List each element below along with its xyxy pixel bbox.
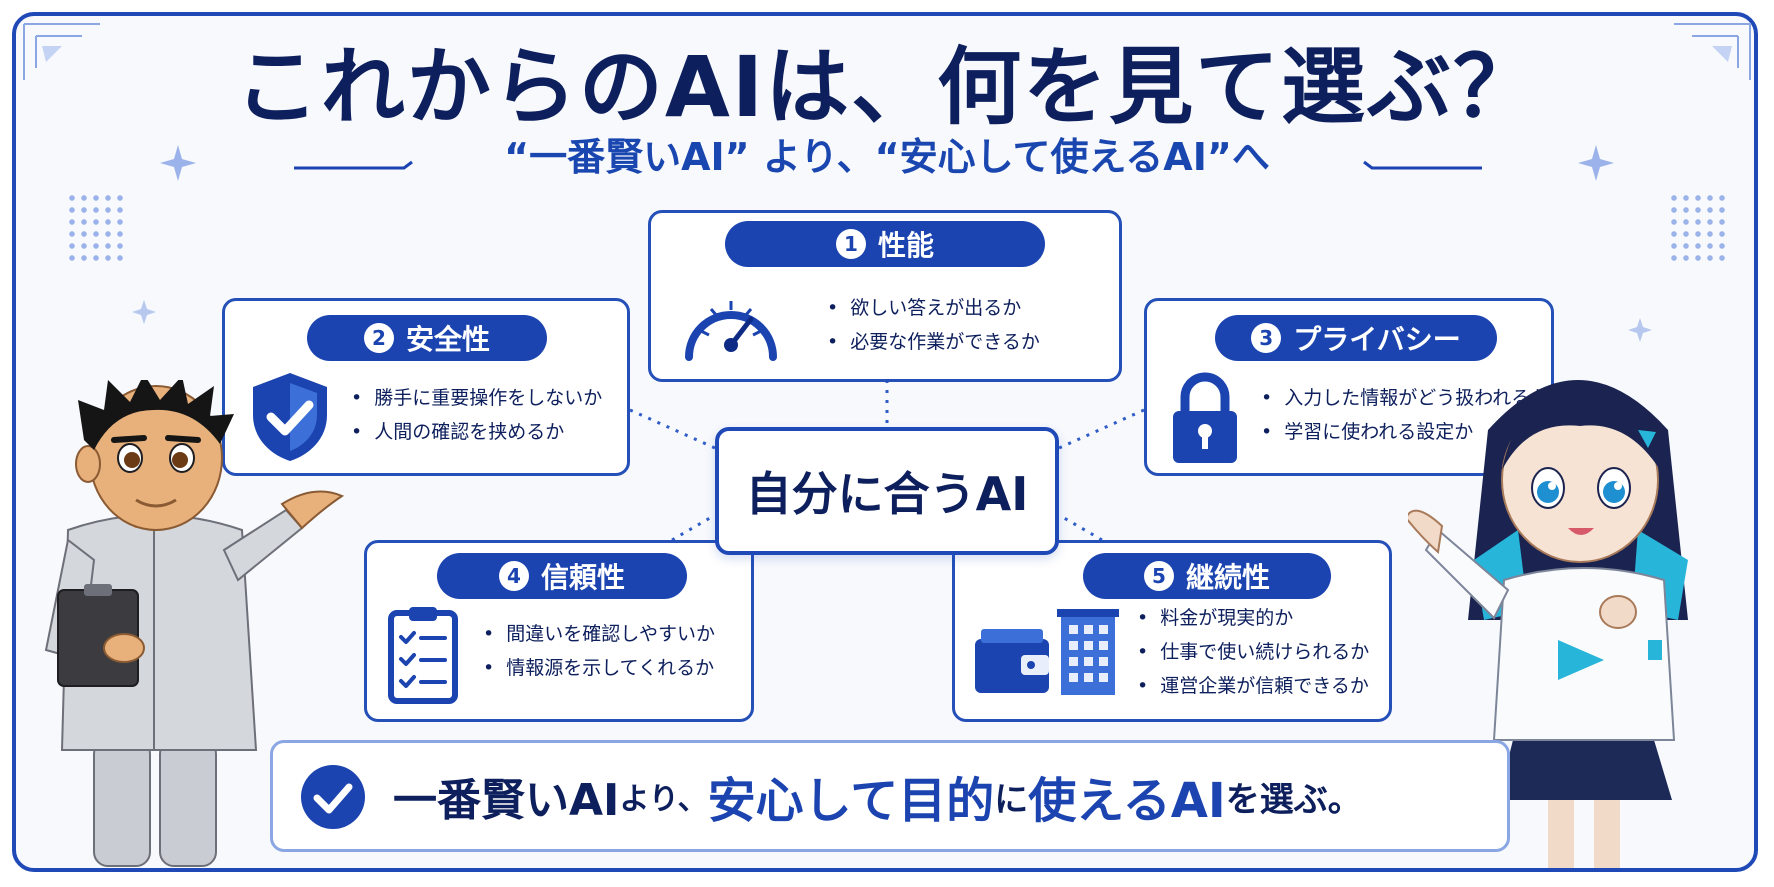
criterion-card-safety: 2 安全性 勝手に重要操作をしないか 人間の確認を挟めるか xyxy=(222,298,630,476)
criterion-pill: 4 信頼性 xyxy=(437,553,687,599)
sparkle-icon xyxy=(132,300,156,324)
conclusion-highlight: 安心して目的 xyxy=(707,773,995,829)
criterion-label: 継続性 xyxy=(1185,561,1270,594)
wallet-building-icon xyxy=(975,609,1119,695)
criterion-pill: 5 継続性 xyxy=(1083,553,1331,599)
number-badge: 2 xyxy=(363,323,394,353)
speedometer-icon xyxy=(685,301,777,361)
bullet-item: 仕事で使い続けられるか xyxy=(1137,635,1369,669)
bullet-item: 勝手に重要操作をしないか xyxy=(351,381,602,415)
bullet-item: 学習に使われる設定か xyxy=(1261,415,1549,449)
subtitle-line-right xyxy=(1363,160,1482,170)
criterion-card-privacy: 3 プライバシー 入力した情報がどう扱われるか 学習に使われる設定か xyxy=(1144,298,1554,476)
bullet-item: 欲しい答えが出るか xyxy=(827,291,1040,325)
corner-deco-top-right xyxy=(1674,23,1751,80)
number-badge: 1 xyxy=(835,229,866,259)
check-circle-icon xyxy=(301,765,365,829)
criterion-pill: 2 安全性 xyxy=(307,315,547,361)
conclusion-part: を選ぶ。 xyxy=(1225,779,1362,820)
sparkle-icon xyxy=(1628,318,1652,342)
conclusion-part: より、 xyxy=(619,782,708,817)
sparkle-icon xyxy=(160,145,196,181)
dot-grid-deco xyxy=(66,192,126,262)
bullet-item: 運営企業が信頼できるか xyxy=(1137,669,1369,703)
checklist-clipboard-icon xyxy=(388,607,458,704)
page-subtitle: “一番賢いAI” より、“安心して使えるAI”へ xyxy=(504,135,1270,179)
bullet-item: 料金が現実的か xyxy=(1137,601,1369,635)
criterion-bullets: 欲しい答えが出るか 必要な作業ができるか xyxy=(827,291,1040,359)
criterion-bullets: 入力した情報がどう扱われるか 学習に使われる設定か xyxy=(1261,381,1549,449)
criterion-card-performance: 1 性能 欲しい答えが出るか 必要な作業ができるか xyxy=(648,210,1122,382)
number-badge: 3 xyxy=(1251,323,1282,353)
bullet-item: 必要な作業ができるか xyxy=(827,325,1040,359)
bullet-item: 人間の確認を挟めるか xyxy=(351,415,602,449)
criterion-label: 信頼性 xyxy=(540,561,625,594)
page-title: これからのAIは、何を見て選ぶ？ xyxy=(234,38,1540,136)
criterion-label: 性能 xyxy=(877,229,934,262)
conclusion-part: に xyxy=(994,779,1029,820)
criterion-label: 安全性 xyxy=(405,323,490,356)
criterion-pill: 3 プライバシー xyxy=(1215,315,1497,361)
center-node: 自分に合うAI xyxy=(715,427,1059,555)
criterion-label: プライバシー xyxy=(1293,323,1461,356)
conclusion-part: 一番賢いAI xyxy=(393,775,620,826)
conclusion-text: 一番賢いAI より、 安心して目的 に 使えるAI を選ぶ。 xyxy=(393,743,1362,849)
criterion-bullets: 料金が現実的か 仕事で使い続けられるか 運営企業が信頼できるか xyxy=(1137,601,1369,703)
number-badge: 4 xyxy=(498,561,529,591)
conclusion-highlight: 使えるAI xyxy=(1028,773,1226,829)
boy-character-illustration xyxy=(44,380,345,867)
criterion-pill: 1 性能 xyxy=(725,221,1045,267)
corner-deco-top-left xyxy=(23,23,100,80)
bullet-item: 入力した情報がどう扱われるか xyxy=(1261,381,1549,415)
girl-character-illustration xyxy=(1408,380,1688,868)
criterion-bullets: 間違いを確認しやすいか 情報源を示してくれるか xyxy=(483,617,715,685)
subtitle-line-left xyxy=(294,160,413,170)
dot-grid-deco xyxy=(1668,192,1728,262)
number-badge: 5 xyxy=(1143,561,1174,591)
conclusion-banner: 一番賢いAI より、 安心して目的 に 使えるAI を選ぶ。 xyxy=(270,740,1510,852)
lock-icon xyxy=(1173,372,1237,463)
bullet-item: 情報源を示してくれるか xyxy=(483,651,715,685)
criterion-card-reliability: 4 信頼性 間違いを確認しやすいか 情報源を示してくれるか xyxy=(364,540,754,722)
criterion-bullets: 勝手に重要操作をしないか 人間の確認を挟めるか xyxy=(351,381,602,449)
shield-check-icon xyxy=(253,373,327,461)
sparkle-icon xyxy=(1578,145,1614,181)
criterion-card-continuity: 5 継続性 料金が現実的か 仕事で使い続けられるか 運営企業が信頼できるか xyxy=(952,540,1392,722)
bullet-item: 間違いを確認しやすいか xyxy=(483,617,715,651)
